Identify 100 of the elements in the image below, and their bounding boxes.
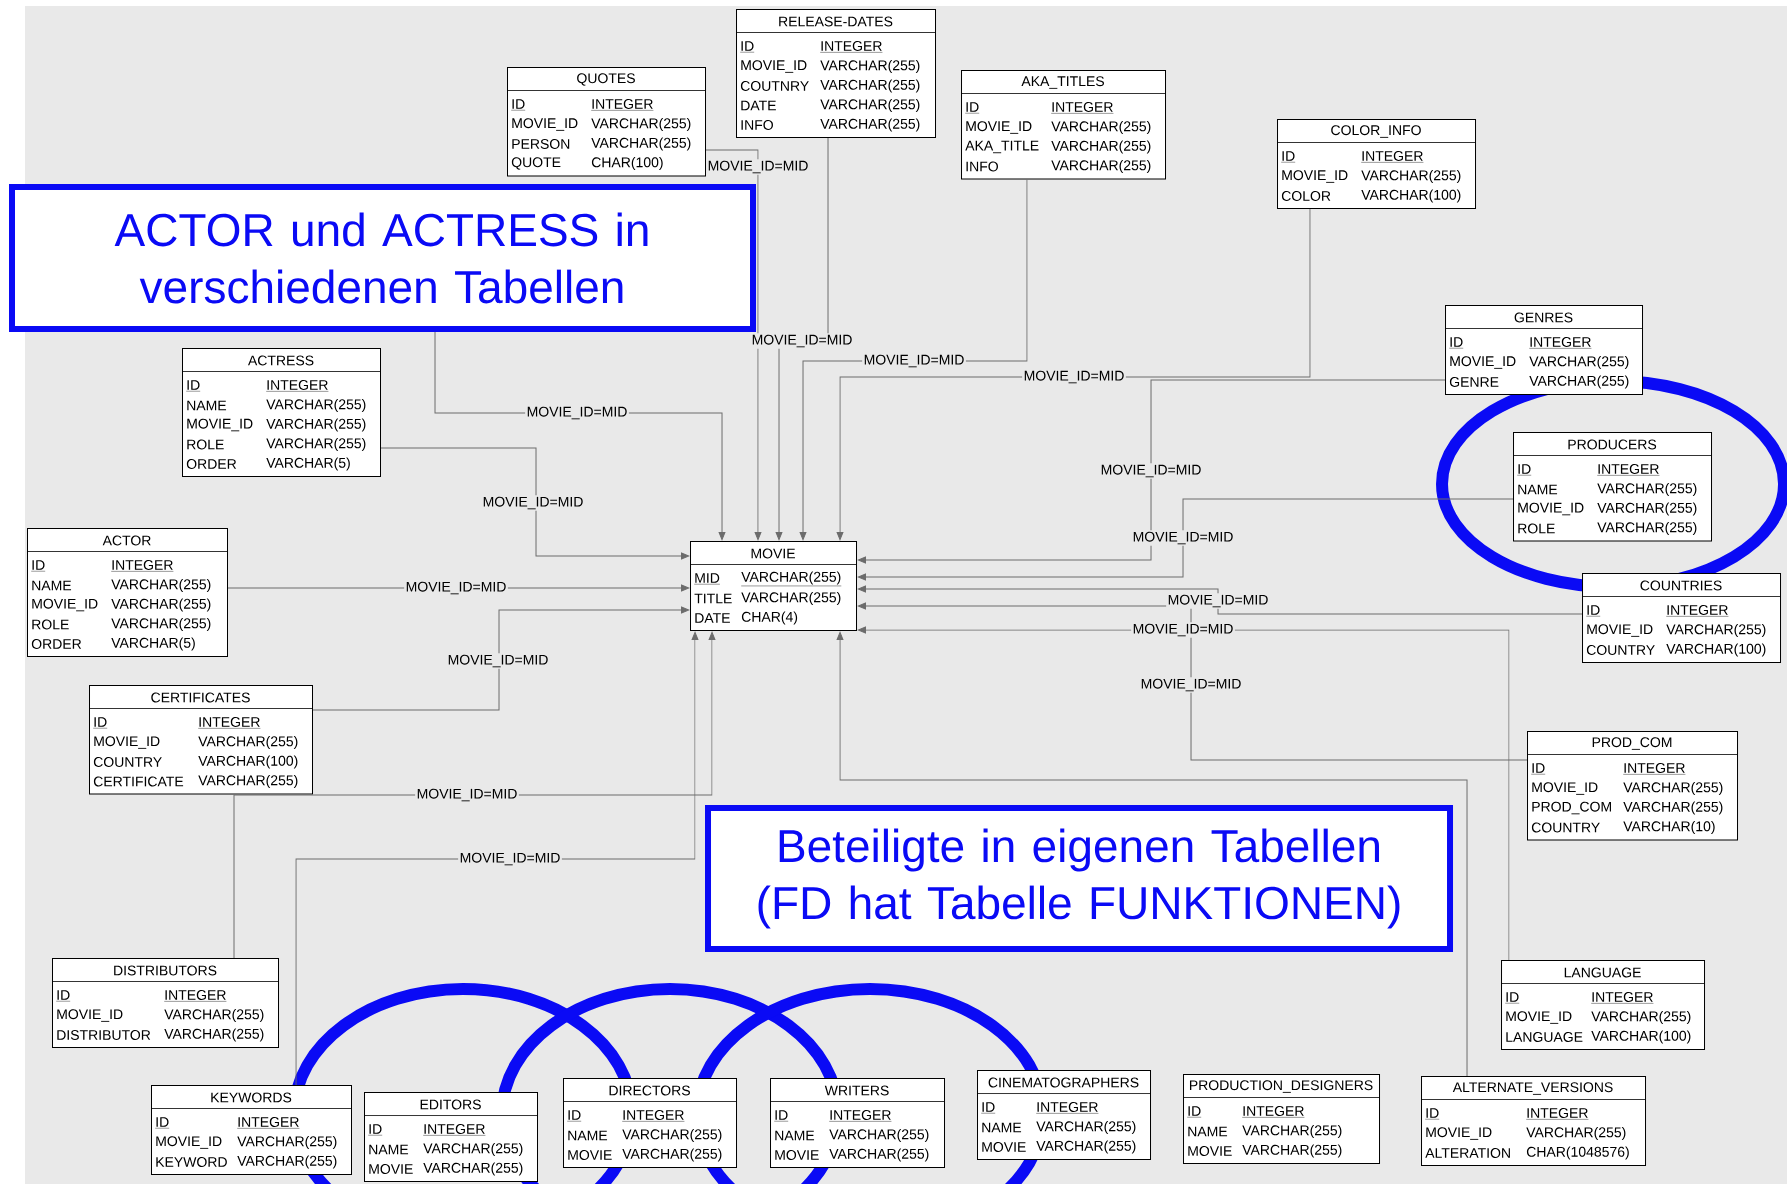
column-name: ID bbox=[1425, 1108, 1440, 1120]
column-name: MOVIE bbox=[369, 1164, 413, 1174]
connector-arrow bbox=[857, 602, 1528, 761]
column-name: INFO bbox=[741, 120, 773, 130]
column-name: ID bbox=[56, 990, 71, 1002]
table-title: COUNTRIES bbox=[1640, 580, 1722, 591]
column-name: MOVIE_ID bbox=[94, 736, 160, 749]
table-box bbox=[51, 958, 279, 1048]
column-type: INTEGER bbox=[1361, 151, 1424, 163]
table-box bbox=[1276, 119, 1476, 209]
column-type: VARCHAR(255) bbox=[591, 118, 691, 132]
table-box bbox=[689, 541, 857, 631]
table-title: ACTRESS bbox=[248, 355, 314, 366]
column-name: AKA_TITLE bbox=[965, 140, 1039, 154]
table-title: PROD_COM bbox=[1592, 737, 1672, 750]
column-name: MID bbox=[694, 573, 721, 585]
table-title: DISTRIBUTORS bbox=[114, 965, 217, 976]
table-title: PRODUCERS bbox=[1568, 439, 1657, 450]
column-name: COLOR bbox=[1281, 191, 1331, 201]
column-name: ID bbox=[1586, 605, 1601, 617]
column-name: ID bbox=[368, 1124, 383, 1136]
table-title: COLOR_INFO bbox=[1331, 125, 1421, 138]
column-type: INTEGER bbox=[237, 1117, 300, 1129]
column-name: TITLE bbox=[694, 593, 732, 604]
connector-arrow bbox=[857, 498, 1514, 581]
column-name: NAME bbox=[775, 1130, 815, 1141]
column-name: ID bbox=[965, 102, 980, 114]
edge-label: MOVIE_ID=MID bbox=[750, 333, 854, 349]
column-name: MOVIE_ID bbox=[156, 1136, 222, 1149]
column-name: MOVIE_ID bbox=[1532, 782, 1598, 795]
column-name: ID bbox=[93, 717, 108, 729]
column-type: VARCHAR(255) bbox=[820, 60, 920, 74]
table-box bbox=[1182, 1074, 1380, 1164]
column-type: VARCHAR(100) bbox=[1666, 643, 1766, 657]
edge-label: MOVIE_ID=MID bbox=[1099, 463, 1203, 479]
column-name: QUOTE bbox=[511, 157, 561, 170]
column-type: INTEGER bbox=[622, 1110, 685, 1122]
table-title: QUOTES bbox=[577, 73, 635, 86]
column-type: VARCHAR(255) bbox=[237, 1155, 337, 1169]
column-type: INTEGER bbox=[423, 1124, 486, 1136]
column-type: VARCHAR(255) bbox=[111, 598, 211, 612]
column-type: INTEGER bbox=[1597, 464, 1660, 476]
column-type: VARCHAR(255) bbox=[591, 137, 691, 151]
table-title: PRODUCTION_DESIGNERS bbox=[1190, 1080, 1373, 1093]
column-name: MOVIE_ID bbox=[1506, 1011, 1572, 1024]
connector-arrow bbox=[312, 606, 690, 711]
column-type: INTEGER bbox=[591, 99, 654, 111]
table-box bbox=[150, 1085, 352, 1175]
table-box bbox=[735, 9, 936, 138]
column-name: ID bbox=[186, 380, 201, 392]
column-type: VARCHAR(255) bbox=[1666, 624, 1766, 638]
column-name: NAME bbox=[187, 400, 227, 411]
column-type: VARCHAR(255) bbox=[111, 618, 211, 632]
edge-label: MOVIE_ID=MID bbox=[1022, 369, 1126, 385]
column-type: INTEGER bbox=[1051, 102, 1114, 114]
column-type: VARCHAR(100) bbox=[1591, 1030, 1691, 1044]
column-name: NAME bbox=[1188, 1126, 1228, 1137]
column-type: VARCHAR(255) bbox=[1529, 356, 1629, 370]
edge-label: MOVIE_ID=MID bbox=[481, 495, 585, 511]
column-type: VARCHAR(255) bbox=[423, 1143, 523, 1157]
column-type: INTEGER bbox=[1591, 992, 1654, 1004]
column-name: MOVIE_ID bbox=[1518, 502, 1584, 516]
connector-arrow bbox=[857, 379, 1446, 564]
column-name: ID bbox=[981, 1102, 996, 1114]
column-name: ID bbox=[31, 560, 46, 572]
column-type: VARCHAR(255) bbox=[164, 1009, 264, 1023]
column-type: INTEGER bbox=[1036, 1102, 1099, 1114]
table-box bbox=[960, 70, 1166, 180]
connector-arrow bbox=[857, 626, 1510, 961]
column-name: MOVIE_ID bbox=[512, 118, 578, 131]
edge-label: MOVIE_ID=MID bbox=[415, 787, 519, 803]
column-name: ID bbox=[1187, 1106, 1202, 1118]
table-box bbox=[1420, 1076, 1646, 1166]
column-name: LANGUAGE bbox=[1506, 1032, 1583, 1042]
column-type: VARCHAR(255) bbox=[1597, 502, 1697, 516]
column-type: INTEGER bbox=[266, 380, 329, 392]
table-title: MOVIE bbox=[751, 548, 795, 559]
table-title: CERTIFICATES bbox=[151, 692, 250, 703]
table-title: WRITERS bbox=[824, 1085, 889, 1096]
column-name: ROLE bbox=[1518, 523, 1555, 534]
column-name: GENRE bbox=[1449, 377, 1499, 387]
edge-label: MOVIE_ID=MID bbox=[1139, 677, 1243, 693]
column-name: ROLE bbox=[32, 619, 69, 630]
column-type: INTEGER bbox=[164, 990, 227, 1002]
table-title: ALTERNATE_VERSIONS bbox=[1452, 1082, 1613, 1095]
column-type: INTEGER bbox=[1526, 1108, 1589, 1120]
column-name: MOVIE_ID bbox=[1450, 356, 1516, 369]
column-type: INTEGER bbox=[1529, 337, 1592, 349]
column-type: VARCHAR(255) bbox=[1051, 121, 1151, 135]
column-type: VARCHAR(255) bbox=[1526, 1127, 1626, 1141]
column-type: VARCHAR(255) bbox=[741, 592, 841, 606]
column-type: VARCHAR(100) bbox=[1361, 189, 1461, 203]
edge-label: MOVIE_ID=MID bbox=[525, 405, 629, 421]
column-name: NAME bbox=[568, 1130, 608, 1141]
connector-arrow bbox=[857, 585, 1583, 615]
column-name: MOVIE_ID bbox=[57, 1009, 123, 1022]
connector-arrow bbox=[836, 631, 1468, 1077]
column-name: MOVIE_ID bbox=[1426, 1127, 1492, 1140]
column-name: ROLE bbox=[187, 439, 224, 450]
table-title: EDITORS bbox=[420, 1099, 481, 1110]
